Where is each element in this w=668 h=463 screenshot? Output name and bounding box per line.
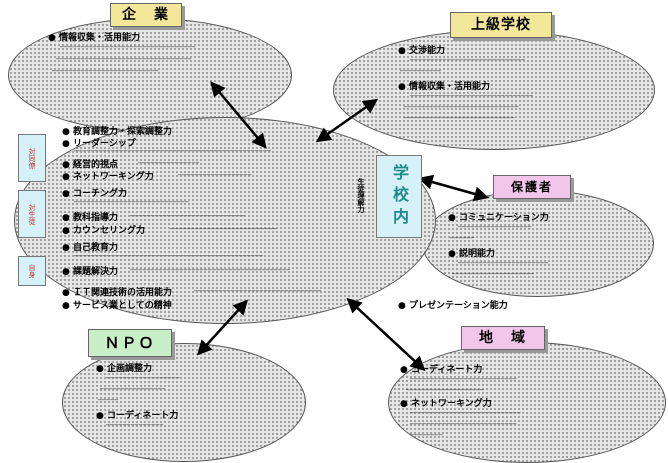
arrow-npo bbox=[196, 299, 249, 356]
npo-sub-2: ──────────────── bbox=[100, 386, 166, 393]
joukyu-sub-2: ────────── bbox=[400, 68, 442, 75]
chiiki-sub-4: ────────────────────────── bbox=[410, 421, 517, 428]
joukyu-sub-3: ────────────────────────────── bbox=[410, 93, 534, 100]
arrow-chiiki bbox=[346, 297, 426, 372]
hogosha-ellipse bbox=[422, 190, 654, 297]
kigyo-item-1: ● 情報収集・活用能力 bbox=[48, 33, 140, 43]
npo-label: ＮＰＯ bbox=[88, 329, 172, 357]
chiiki-sub-2: ─────────────────── bbox=[406, 387, 485, 394]
hogosha-sub-3: ────────────────────── bbox=[458, 260, 549, 267]
center-item-9: ● 課題解決力 bbox=[62, 267, 118, 277]
center-item-1: ● 教育調整力・探索調整力 bbox=[62, 127, 172, 137]
kigyo-label: 企 業 bbox=[110, 3, 182, 27]
center-item-9-sub: ─────────────────────────────────────── bbox=[130, 267, 291, 274]
center-item-10: ● ＩＴ関連技術の活用能力 bbox=[62, 288, 172, 298]
center-item-2: ● リーダーシップ bbox=[62, 139, 136, 149]
hogosha-sub-2: ────── bbox=[450, 235, 475, 242]
center-item-12: ● プレゼンテーション能力 bbox=[398, 301, 508, 311]
center-item-4: ● ネットワーキング力 bbox=[62, 172, 154, 182]
center-item-11: ● サービス業としての精神 bbox=[62, 301, 172, 311]
center-item-7-sub: ────────────────────────── bbox=[170, 226, 277, 233]
chiiki-item-1: ● コーディネート力 bbox=[400, 365, 483, 375]
center-item-4-sub: ────────────────── bbox=[178, 172, 253, 179]
joukyu-sub-4: ──────────────────────────── bbox=[404, 104, 520, 111]
hogosha-item-2: ● 説明能力 bbox=[448, 249, 495, 259]
student-understanding-label: 生徒理解力 bbox=[357, 178, 365, 213]
chiiki-ellipse bbox=[388, 342, 666, 463]
kigyo-sub-2: ───────────────────────────────── bbox=[56, 56, 192, 63]
center-item-6-sub: ──────────────────────────── bbox=[130, 213, 246, 220]
center-item-3: ● 経営的視点 bbox=[62, 160, 118, 170]
center-item-8-sub: ────────────────────────────────────────… bbox=[74, 253, 264, 260]
center-ellipse bbox=[14, 117, 436, 324]
center-item-8: ● 自己教育力 bbox=[62, 243, 118, 253]
center-item-3-sub: ─────────────── bbox=[138, 160, 200, 167]
npo-ellipse bbox=[62, 343, 306, 462]
chiiki-sub-3: ─────────────────────────── bbox=[410, 410, 522, 417]
joukyu-sub-1: ──────────────────────────── bbox=[410, 57, 526, 64]
npo-sub-1: ────────────────── bbox=[106, 375, 181, 382]
kigyo-ellipse bbox=[8, 18, 292, 132]
center-item-5-sub: ──────────────────────────── bbox=[74, 199, 190, 206]
hogosha-label: 保護者 bbox=[493, 175, 571, 199]
center-item-2-sub: ────────────────────────────────────────… bbox=[74, 148, 272, 155]
hogosha-sub-1: ────────────────── bbox=[458, 224, 533, 231]
chiiki-sub-1: ────────────────────────── bbox=[410, 376, 517, 383]
npo-item-2: ● コーディネート力 bbox=[96, 411, 179, 421]
center-item-6: ● 教科指導力 bbox=[62, 213, 118, 223]
arrow-joukyu bbox=[315, 98, 379, 143]
chiiki-sub-5: ──────── bbox=[410, 432, 443, 439]
chiiki-item-2: ● ネットワーキング力 bbox=[400, 399, 492, 409]
center-item-7: ● カウンセリング力 bbox=[62, 226, 145, 236]
npo-sub-4: ────────────── bbox=[106, 422, 164, 429]
joukyu-sub-5: ─────────────────────────── bbox=[404, 115, 516, 122]
hogosha-sub-4: ──────────────────── bbox=[452, 271, 535, 278]
npo-sub-3: ───── bbox=[98, 397, 119, 404]
school-label: 学校内 bbox=[376, 155, 422, 238]
joukyu-item-2: ● 情報収集・活用能力 bbox=[398, 82, 490, 92]
tag-self: 自身 bbox=[18, 256, 46, 286]
arrow-hogosha bbox=[417, 174, 490, 202]
tag-colleagues: 対同僚 bbox=[18, 134, 46, 182]
arrow-kigyo bbox=[210, 81, 267, 149]
tag-students: 対生徒 bbox=[18, 190, 46, 238]
chiiki-label: 地 域 bbox=[461, 326, 545, 350]
joukyu-item-1: ● 交渉能力 bbox=[398, 46, 445, 56]
center-item-10-sub: ─────────────────────────────── bbox=[194, 288, 322, 295]
joukyu-label: 上級学校 bbox=[450, 12, 552, 38]
kigyo-sub-3: ────────────────────────── bbox=[52, 68, 159, 75]
npo-item-1: ● 企画調整力 bbox=[96, 364, 152, 374]
kigyo-sub-1: ───────────────────────────────── bbox=[60, 44, 196, 51]
hogosha-item-1: ● コミュニケーション力 bbox=[448, 213, 549, 223]
center-item-5: ● コーチング力 bbox=[62, 189, 127, 199]
